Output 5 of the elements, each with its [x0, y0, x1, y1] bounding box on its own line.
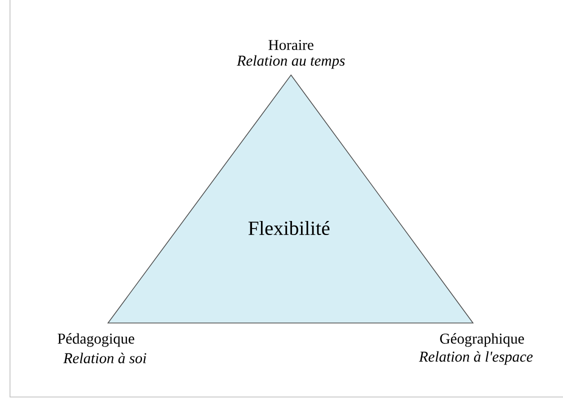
vertex-heading: Géographique [440, 333, 524, 347]
vertex-subtitle: Relation à soi [63, 352, 146, 364]
vertex-subtitle: Relation à l'espace [418, 351, 533, 365]
vertex-heading: Pédagogique [58, 333, 134, 347]
vertex-heading: Horaire [268, 40, 314, 50]
